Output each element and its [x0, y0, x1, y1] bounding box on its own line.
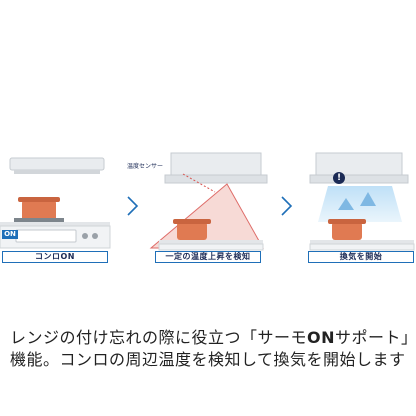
- description-line-1: レンジの付け忘れの際に役立つ「サーモONサポート」: [10, 327, 416, 349]
- sensor-label: 温度センサー: [127, 163, 164, 170]
- alert-icon: !: [336, 173, 342, 183]
- on-badge: ON: [2, 230, 18, 239]
- ventilation-illustration: [309, 152, 415, 251]
- caption-stove-on: コンロON: [2, 251, 108, 263]
- caption-temperature-detect: 一定の温度上昇を検知: [155, 251, 261, 263]
- heat-sensor-illustration: [149, 152, 268, 251]
- panel-ventilation-start: ! 換気を開始: [298, 150, 416, 265]
- description-on-bold: ON: [307, 328, 336, 347]
- panel-stove-on: ON コンロON: [0, 150, 120, 265]
- description-suffix: サポート」: [335, 328, 416, 347]
- range-hood-illustration: [0, 157, 111, 249]
- panel-temperature-detect: 温度センサー 一定の温度上昇を検知: [127, 150, 270, 265]
- description-line-2: 機能。コンロの周辺温度を検知して換気を開始します: [10, 350, 406, 369]
- description-prefix: レンジの付け忘れの際に役立つ「サーモ: [10, 328, 308, 347]
- chevron-right-icon: [127, 196, 139, 216]
- chevron-right-icon: [281, 196, 293, 216]
- caption-ventilation-start: 換気を開始: [308, 251, 414, 263]
